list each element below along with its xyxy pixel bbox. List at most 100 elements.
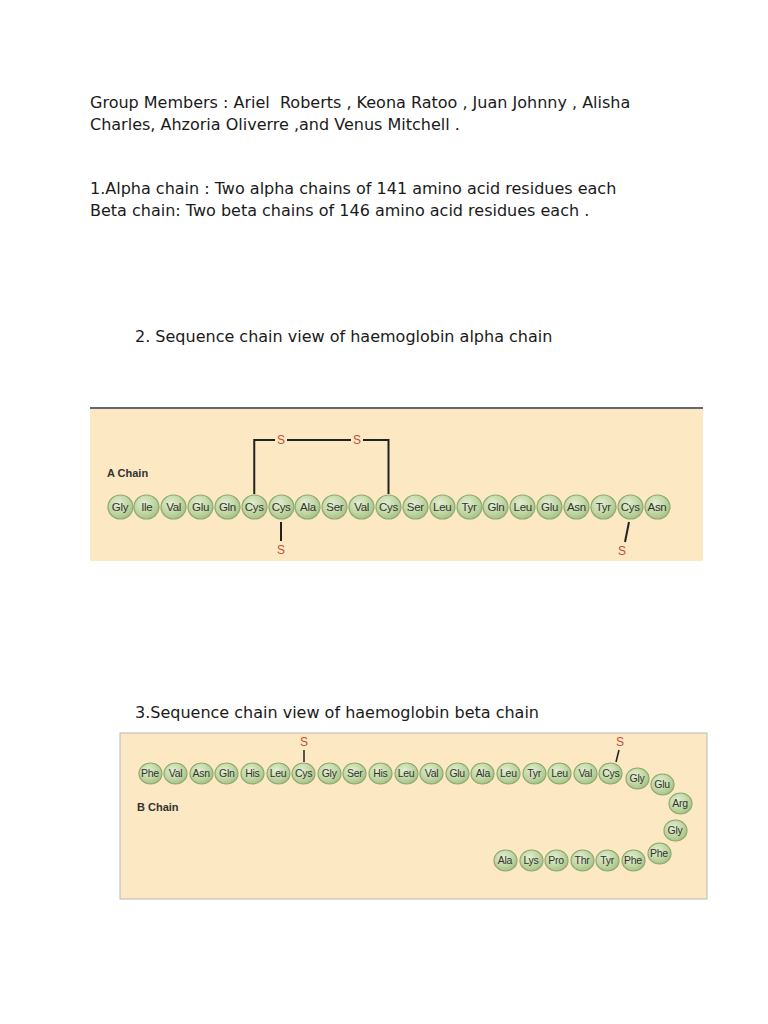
amino-acid-bead: Thr bbox=[570, 849, 595, 872]
bead-outline bbox=[471, 763, 494, 784]
amino-acid-name: Thr bbox=[575, 854, 590, 866]
amino-acid-name: Gln bbox=[219, 501, 236, 513]
bead-outline bbox=[457, 495, 482, 519]
amino-acid-bead: Gly bbox=[317, 762, 342, 785]
document-text: 1.Alpha chain : Two alpha chains of 141 … bbox=[90, 178, 760, 200]
disulfide-bridge bbox=[254, 440, 388, 494]
amino-acid-bead: Gln bbox=[214, 762, 239, 785]
amino-acid-bead: Phe bbox=[647, 842, 672, 865]
amino-acid-name: Ser bbox=[347, 767, 362, 779]
bead-outline bbox=[215, 763, 238, 784]
bead-outline bbox=[571, 850, 594, 871]
amino-acid-bead: Phe bbox=[621, 849, 646, 872]
amino-acid-name: Phe bbox=[650, 847, 668, 859]
amino-acid-name: Leu bbox=[551, 767, 568, 779]
bead-outline bbox=[318, 763, 341, 784]
bead-outline bbox=[267, 763, 290, 784]
amino-acid-name: Leu bbox=[398, 767, 415, 779]
amino-acid-name: Cys bbox=[295, 767, 312, 779]
amino-acid-name: Val bbox=[169, 767, 183, 779]
bead-outline bbox=[215, 495, 240, 519]
amino-acid-name: Val bbox=[166, 501, 181, 513]
bond-stub bbox=[625, 522, 629, 542]
amino-acid-bead: Cys bbox=[617, 494, 644, 520]
amino-acid-bead: Pro bbox=[544, 849, 569, 872]
bead-outline bbox=[420, 763, 443, 784]
amino-acid-bead: Val bbox=[160, 494, 187, 520]
bead-outline bbox=[626, 768, 649, 789]
sulfur-atom: S bbox=[351, 434, 363, 447]
bead-outline bbox=[134, 495, 159, 519]
amino-acid-name: Glu bbox=[654, 778, 669, 790]
chain-label-wrap: B Chain bbox=[137, 797, 179, 815]
amino-acid-bead: Cys bbox=[598, 762, 623, 785]
amino-acid-name: Asn bbox=[193, 767, 210, 779]
bead-outline bbox=[295, 495, 320, 519]
bead-outline bbox=[241, 763, 264, 784]
amino-acid-bead: Asn bbox=[189, 762, 214, 785]
bead-outline bbox=[497, 763, 520, 784]
amino-acid-name: Ala bbox=[300, 501, 316, 513]
amino-acid-bead: Tyr bbox=[456, 494, 483, 520]
amino-acid-bead: Glu bbox=[536, 494, 563, 520]
amino-acid-bead: Cys bbox=[241, 494, 268, 520]
diagram-panel: A ChainGlyIleValGluGlnCysCysAlaSerValCys… bbox=[90, 407, 703, 561]
bead-outline bbox=[188, 495, 213, 519]
amino-acid-bead: Tyr bbox=[595, 849, 620, 872]
amino-acid-name: Cys bbox=[245, 501, 264, 513]
bead-outline bbox=[403, 495, 428, 519]
amino-acid-bead: Tyr bbox=[522, 762, 547, 785]
amino-acid-name: Tyr bbox=[596, 501, 611, 513]
bead-outline bbox=[190, 763, 213, 784]
amino-acid-name: Gln bbox=[219, 767, 234, 779]
amino-acid-name: Arg bbox=[672, 797, 687, 809]
amino-acid-name: Phe bbox=[141, 767, 159, 779]
amino-acid-name: His bbox=[245, 767, 259, 779]
bead-outline bbox=[494, 850, 517, 871]
bead-outline bbox=[108, 495, 133, 519]
amino-acid-name: Ser bbox=[326, 501, 343, 513]
amino-acid-bead: Cys bbox=[291, 762, 316, 785]
bead-outline bbox=[292, 763, 315, 784]
bead-outline bbox=[430, 495, 455, 519]
bead-outline bbox=[161, 495, 186, 519]
amino-acid-name: Cys bbox=[602, 767, 619, 779]
amino-acid-name: Glu bbox=[449, 767, 464, 779]
bead-outline bbox=[664, 820, 687, 841]
amino-acid-bead: Leu bbox=[547, 762, 572, 785]
amino-acid-bead: Ser bbox=[342, 762, 367, 785]
bead-outline bbox=[537, 495, 562, 519]
amino-acid-name: Asn bbox=[567, 501, 586, 513]
amino-acid-bead: Asn bbox=[644, 494, 671, 520]
bead-outline bbox=[545, 850, 568, 871]
panel-fill bbox=[90, 407, 703, 561]
amino-acid-name: Glu bbox=[192, 501, 209, 513]
bead-outline bbox=[369, 763, 392, 784]
amino-acid-name: Cys bbox=[621, 501, 640, 513]
bead-outline bbox=[645, 495, 670, 519]
amino-acid-name: Gly bbox=[112, 501, 128, 513]
bead-outline bbox=[242, 495, 267, 519]
bead-outline bbox=[483, 495, 508, 519]
amino-acid-bead: Asn bbox=[563, 494, 590, 520]
document-text: 2. Sequence chain view of haemoglobin al… bbox=[135, 326, 755, 348]
bead-outline bbox=[395, 763, 418, 784]
bead-outline bbox=[349, 495, 374, 519]
amino-acid-name: Val bbox=[354, 501, 369, 513]
amino-acid-name: Leu bbox=[514, 501, 532, 513]
sulfur-atom: S bbox=[275, 544, 287, 557]
document-text: 3.Sequence chain view of haemoglobin bet… bbox=[135, 702, 755, 724]
amino-acid-bead: Arg bbox=[668, 792, 693, 815]
amino-acid-bead: Gly bbox=[107, 494, 134, 520]
bead-outline bbox=[269, 495, 294, 519]
bond-stub bbox=[280, 522, 282, 541]
bead-outline bbox=[510, 495, 535, 519]
bead-outline bbox=[520, 850, 543, 871]
bead-outline bbox=[648, 843, 671, 864]
amino-acid-name: Cys bbox=[272, 501, 291, 513]
amino-acid-bead: Val bbox=[573, 762, 598, 785]
amino-acid-bead: Val bbox=[348, 494, 375, 520]
bead-outline bbox=[548, 763, 571, 784]
amino-acid-name: Val bbox=[578, 767, 592, 779]
amino-acid-bead: Phe bbox=[138, 762, 163, 785]
